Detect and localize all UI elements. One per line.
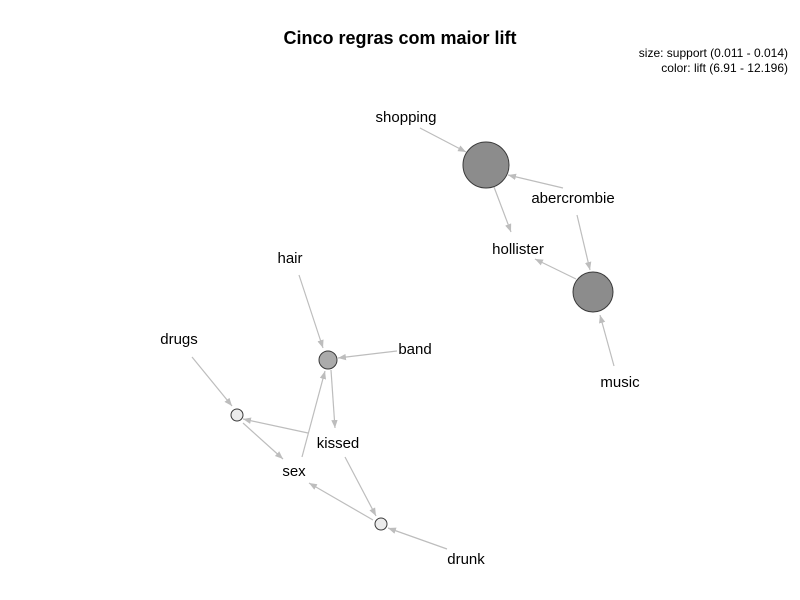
item-label-drugs: drugs bbox=[160, 331, 198, 348]
chart-title: Cinco regras com maior lift bbox=[283, 28, 517, 48]
item-label-hollister: hollister bbox=[492, 241, 544, 258]
legend-size: size: support (0.011 - 0.014) bbox=[638, 46, 788, 60]
item-label-sex: sex bbox=[282, 463, 306, 480]
item-labels: shopping abercrombie hollister music hair ban… bbox=[160, 109, 640, 568]
edge-r3-kissed bbox=[330, 369, 338, 429]
edge-r1-abercrombie bbox=[507, 173, 564, 189]
edge-r1-shopping bbox=[419, 127, 467, 153]
edge-r4-sex bbox=[242, 422, 284, 460]
edge-r2-hollister bbox=[534, 258, 577, 280]
legend: size: support (0.011 - 0.014) color: lif… bbox=[639, 46, 788, 76]
edge-r3-band bbox=[337, 350, 398, 361]
edge-r2-abercrombie bbox=[576, 214, 592, 271]
edge-r1-hollister bbox=[493, 186, 512, 233]
rule-node-r5[interactable] bbox=[374, 517, 388, 531]
item-label-kissed: kissed bbox=[317, 435, 360, 452]
edges bbox=[191, 127, 615, 550]
item-label-abercrombie: abercrombie bbox=[531, 190, 614, 207]
edge-r5-sex bbox=[308, 482, 374, 521]
item-label-drunk: drunk bbox=[447, 551, 485, 568]
edge-r5-kissed bbox=[344, 456, 377, 517]
item-label-band: band bbox=[398, 341, 431, 358]
edge-r4-drugs bbox=[191, 356, 233, 407]
rule-node-r2[interactable] bbox=[572, 271, 614, 313]
rule-node-r4[interactable] bbox=[230, 408, 244, 422]
rule-nodes bbox=[230, 141, 614, 531]
item-label-shopping: shopping bbox=[376, 109, 437, 126]
rule-node-r3[interactable] bbox=[318, 350, 338, 370]
edge-r3-hair bbox=[298, 274, 324, 349]
item-label-hair: hair bbox=[277, 250, 302, 267]
item-label-music: music bbox=[600, 374, 640, 391]
edge-r3-sex bbox=[301, 370, 327, 458]
edge-r2-music bbox=[599, 314, 615, 367]
rule-node-r1[interactable] bbox=[462, 141, 510, 189]
edge-r5-drunk bbox=[387, 527, 448, 550]
edge-r4-kissed bbox=[242, 417, 309, 434]
legend-color: color: lift (6.91 - 12.196) bbox=[661, 61, 788, 75]
